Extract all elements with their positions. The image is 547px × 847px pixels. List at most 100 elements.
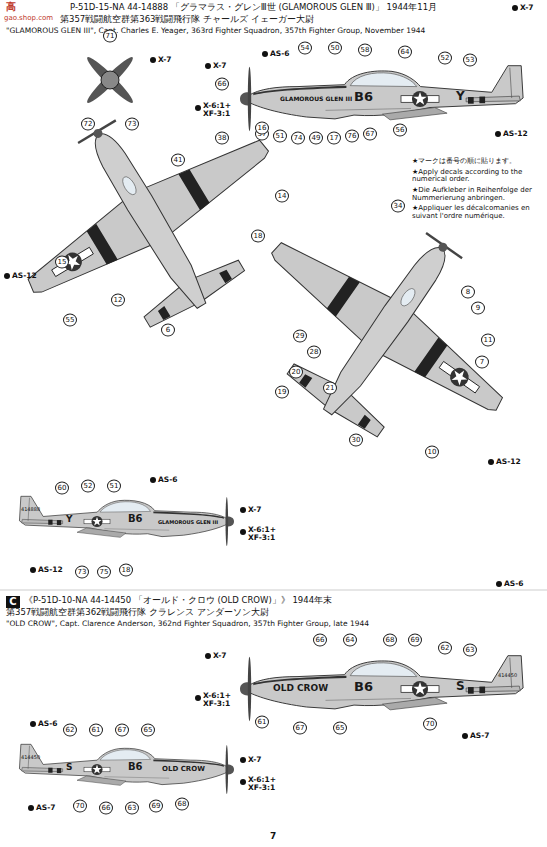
callout-number: 21	[323, 382, 337, 395]
callout-number: 72	[81, 118, 95, 131]
paint-callout: X-6:1+ XF-3:1	[195, 692, 239, 709]
paint-callout: X-7	[240, 506, 262, 514]
callout-number: 38	[215, 132, 229, 145]
header-text: "GLAMOROUS GLEN III", Capt. Charles E. Y…	[6, 27, 425, 35]
callout-number: 65	[141, 724, 155, 737]
callout-number: 19	[275, 386, 289, 399]
paint-callout: X-6:1+ XF-3:1	[240, 776, 284, 793]
callout-number: 12	[111, 294, 125, 307]
callout-number: 28	[307, 346, 321, 359]
callout-number: 74	[291, 132, 305, 145]
paint-callout: X-7	[240, 756, 262, 764]
callout-number: 9	[471, 302, 485, 315]
paint-callout: AS-7	[28, 804, 56, 812]
paint-callout: X-6:1+ XF-3:1	[240, 526, 284, 543]
callout-number: 69	[149, 800, 163, 813]
callout-number: 55	[63, 314, 77, 327]
section-letter: C	[6, 596, 19, 608]
note-text: ★Appliquer les décalcomanies en suivant …	[412, 205, 536, 220]
callout-number: 53	[463, 54, 477, 67]
side-view	[240, 66, 523, 132]
note-text: ★マークは番号の順に貼ります。	[412, 158, 536, 166]
callout-number: 50	[328, 42, 342, 55]
paint-callout: X-7	[205, 652, 227, 660]
aircraft-marking: B6	[354, 680, 373, 694]
national-insignia	[401, 681, 439, 697]
callout-number: 62	[63, 724, 77, 737]
callout-number: 63	[125, 802, 139, 815]
paint-callout: AS-12	[30, 566, 63, 574]
aircraft-marking: Y	[66, 515, 73, 525]
callout-number: 34	[391, 200, 405, 213]
callout-number: 67	[363, 128, 377, 141]
paint-callout: X-7	[512, 4, 534, 12]
aircraft-marking: B6	[128, 513, 143, 524]
callout-number: 71	[103, 30, 117, 43]
header-text: P-51D-15-NA 44-14888 「グラマラス・グレンⅢ世 (GLAMO…	[70, 3, 437, 12]
paint-callout: X-6:1+ XF-3:1	[195, 102, 239, 119]
callout-number: 60	[55, 482, 69, 495]
national-insignia	[49, 243, 96, 282]
aircraft-marking: GLAMOROUS GLEN III	[158, 520, 218, 526]
callout-number: 68	[383, 634, 397, 647]
callout-number: 29	[293, 330, 307, 343]
header-text: 第357戦闘航空群第362戦闘飛行隊 クラレンス アンダーソン大尉	[6, 608, 269, 617]
top-view	[0, 59, 319, 376]
header-text: 第357戦闘航空群第363戦闘飛行隊 チャールズ イェーガー大尉	[60, 15, 314, 24]
page-number: 7	[270, 832, 276, 842]
callout-number: 66	[215, 78, 229, 91]
callout-number: 70	[73, 800, 87, 813]
callout-number: 66	[99, 802, 113, 815]
paint-callout: AS-7	[462, 732, 490, 740]
callout-number: 67	[115, 724, 129, 737]
callout-number: 15	[55, 256, 69, 269]
callout-number: 68	[175, 798, 189, 811]
callout-number: 61	[255, 716, 269, 729]
callout-number: 20	[289, 366, 303, 379]
callout-number: 11	[481, 334, 495, 347]
paint-callout: AS-12	[488, 458, 521, 466]
propeller-front-view	[84, 54, 136, 106]
callout-number: 10	[425, 446, 439, 459]
callout-number: 52	[81, 480, 95, 493]
national-insignia	[84, 516, 110, 527]
national-insignia	[84, 764, 110, 775]
bottom-view	[215, 165, 547, 490]
watermark: gao.shop.com	[4, 15, 53, 23]
callout-number: 52	[438, 52, 452, 65]
note-text: ★Die Aufkleber in Reihenfolge der Nummer…	[412, 187, 536, 202]
serial-marking: 414450	[21, 755, 40, 761]
side-view	[19, 744, 234, 794]
callout-number: 17	[327, 132, 341, 145]
callout-number: 54	[298, 42, 312, 55]
callout-number: 18	[119, 564, 133, 577]
callout-number: 16	[255, 122, 269, 135]
paint-callout: AS-6	[150, 476, 178, 484]
callout-number: 30	[349, 434, 363, 447]
serial-marking: 414888	[21, 507, 40, 513]
watermark: 高	[6, 1, 16, 12]
callout-number: 65	[333, 722, 347, 735]
callout-number: 61	[89, 724, 103, 737]
serial-marking: 414450	[498, 673, 517, 679]
callout-number: 73	[75, 566, 89, 579]
aircraft-marking: GLAMOROUS GLEN III	[280, 96, 352, 103]
callout-number: 8	[461, 286, 475, 299]
callout-number: 73	[125, 118, 139, 131]
callout-number: 51	[273, 130, 287, 143]
aircraft-marking: B6	[128, 761, 143, 772]
callout-number: 41	[171, 154, 185, 167]
callout-number: 6	[161, 324, 175, 337]
header-text: 《P-51D-10-NA 44-14450 「オールド・クロウ (OLD CRO…	[24, 596, 332, 605]
aircraft-marking: Y	[456, 90, 465, 103]
callout-number: 58	[358, 44, 372, 57]
paint-callout: AS-12	[4, 272, 37, 280]
section-letter-box: C	[6, 596, 20, 608]
callout-number: 69	[408, 634, 422, 647]
paint-callout: X-7	[150, 56, 172, 64]
callout-number: 70	[423, 718, 437, 731]
national-insignia	[401, 91, 439, 107]
section-rule	[0, 590, 547, 591]
callout-number: 51	[107, 480, 121, 493]
callout-number: 64	[398, 46, 412, 59]
